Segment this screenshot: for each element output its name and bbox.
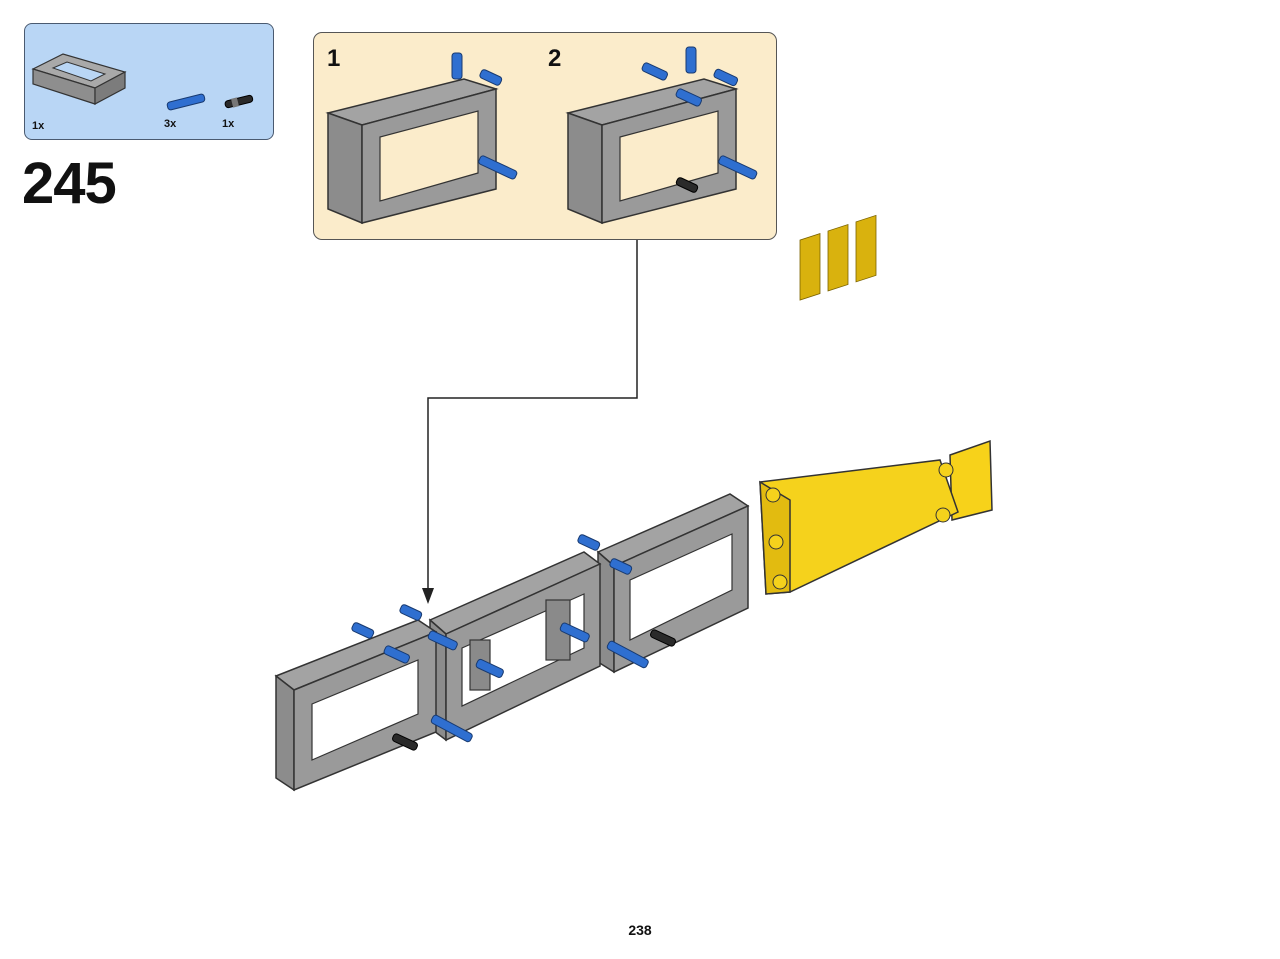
parts-list-box: 1x 3x 1x bbox=[24, 23, 274, 140]
substep-art bbox=[325, 46, 758, 225]
yellow-panel bbox=[759, 214, 993, 595]
step-number: 245 bbox=[22, 151, 117, 216]
qty-blue-pin: 3x bbox=[164, 118, 177, 130]
frame-left bbox=[274, 604, 473, 792]
black-pin-part bbox=[224, 94, 254, 109]
substep-2-label: 2 bbox=[548, 45, 562, 72]
grey-frame-part bbox=[31, 53, 127, 105]
qty-black-pin: 1x bbox=[222, 118, 235, 130]
blue-pin-part bbox=[166, 93, 206, 111]
arrow-head-icon bbox=[422, 588, 434, 604]
parts-list-art bbox=[31, 53, 254, 111]
frame-right bbox=[577, 493, 750, 674]
substep-1-label: 1 bbox=[327, 45, 341, 72]
substep-2-frame bbox=[565, 46, 758, 225]
qty-grey-frame: 1x bbox=[32, 120, 45, 132]
substep-1-frame bbox=[325, 52, 518, 225]
page-number: 238 bbox=[628, 922, 652, 938]
substep-callout-box: 1 2 bbox=[313, 32, 777, 240]
